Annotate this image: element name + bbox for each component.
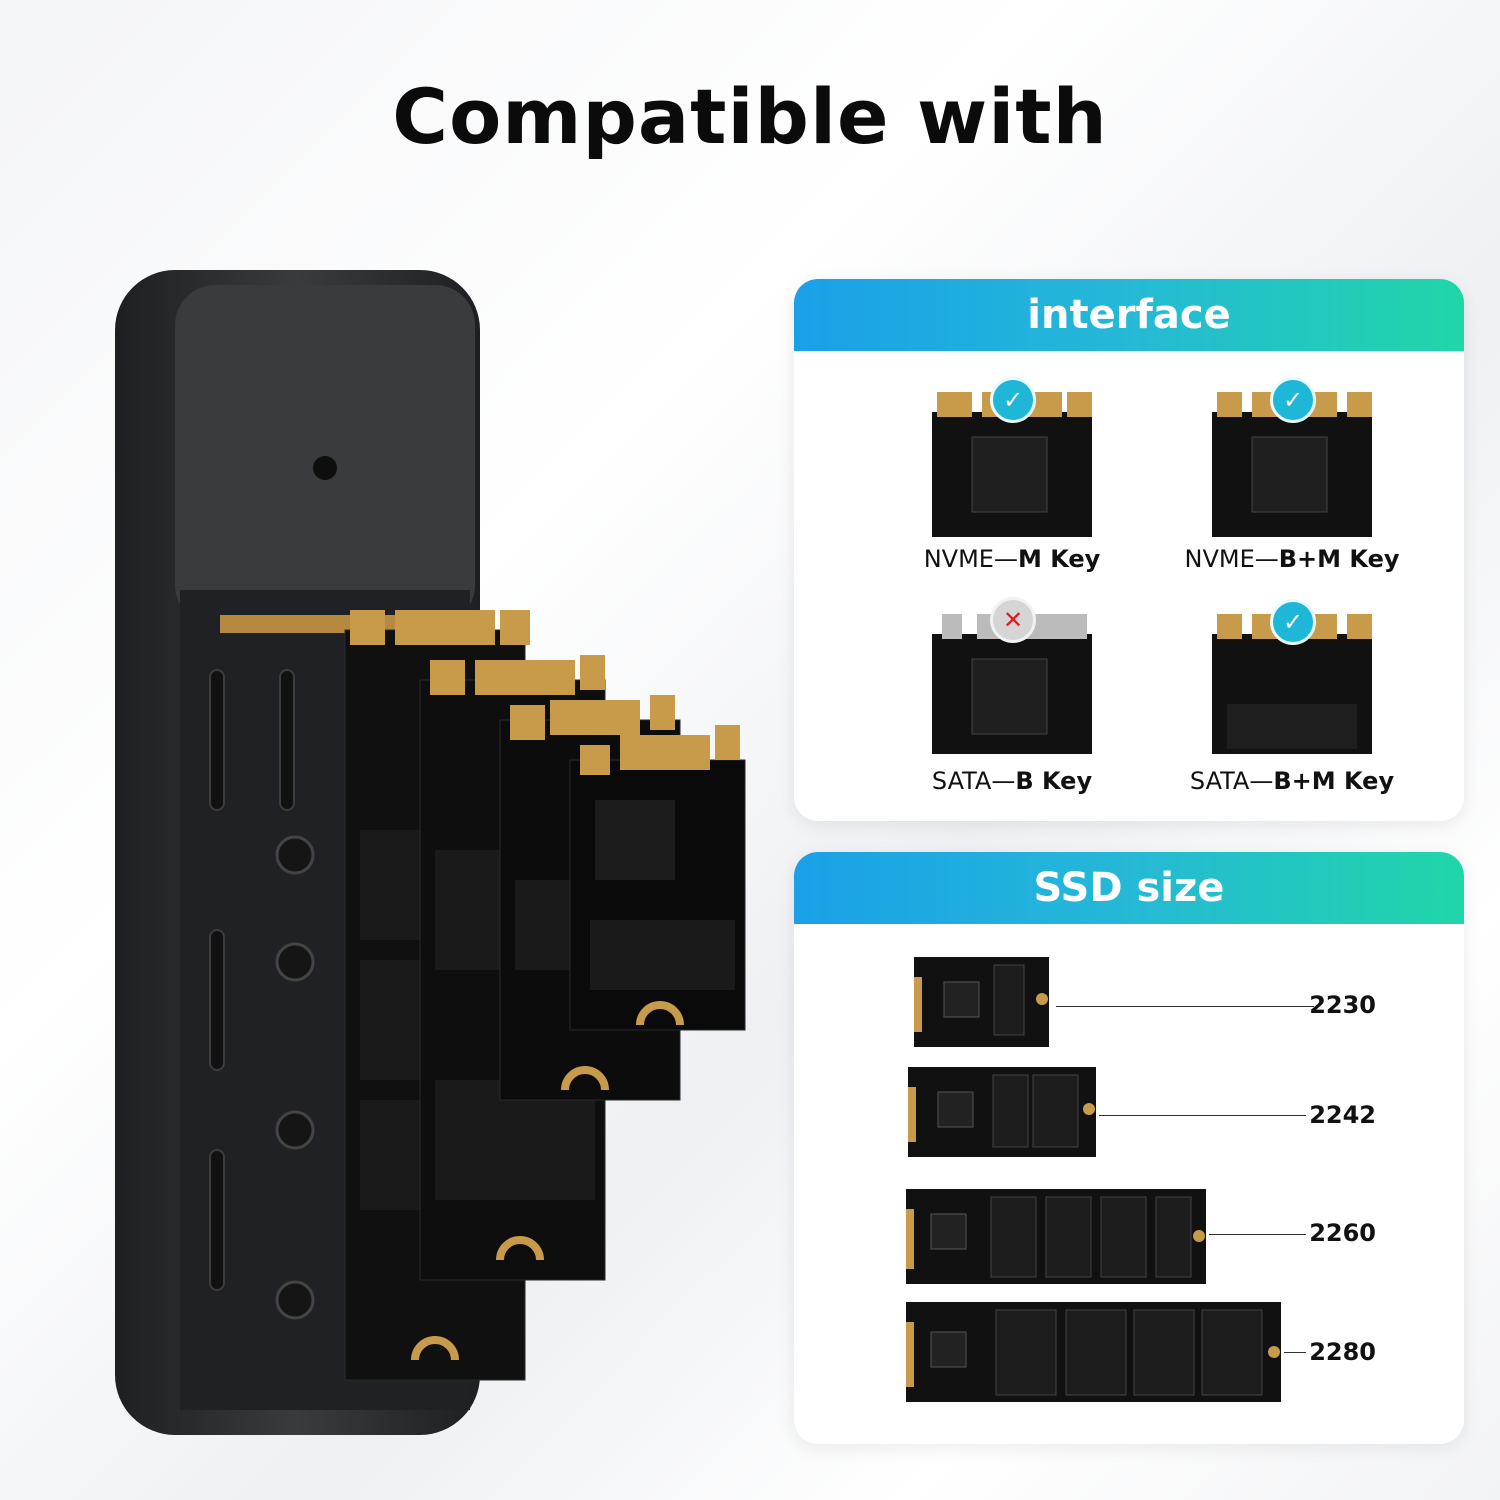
ssd-size-heading: SSD size bbox=[794, 852, 1464, 924]
interface-item-nvme-m: ✓ NVME—M Key bbox=[882, 377, 1142, 573]
check-icon: ✓ bbox=[1270, 377, 1316, 423]
enclosure-illustration bbox=[115, 270, 480, 1435]
interface-item-nvme-bm: ✓ NVME—B+M Key bbox=[1162, 377, 1422, 573]
interface-key-label: M Key bbox=[1017, 545, 1101, 573]
size-label: 2242 bbox=[1309, 1101, 1376, 1129]
size-row-2260: 2260 bbox=[794, 1189, 1464, 1284]
interface-key-label: B+M Key bbox=[1273, 767, 1395, 795]
interface-key-label: B+M Key bbox=[1278, 545, 1400, 573]
interface-label: SATA— bbox=[1189, 767, 1274, 795]
interface-label: NVME— bbox=[1184, 545, 1279, 573]
interface-label: SATA— bbox=[931, 767, 1016, 795]
size-row-2230: 2230 bbox=[794, 957, 1464, 1047]
ssd-2230-image bbox=[914, 957, 1049, 1047]
page-title: Compatible with bbox=[392, 72, 1108, 161]
ssd-stack-illustration bbox=[344, 610, 746, 1381]
ssd-size-card: SSD size 2230 2242 bbox=[794, 852, 1464, 1444]
interface-label: NVME— bbox=[923, 545, 1018, 573]
size-row-2242: 2242 bbox=[794, 1067, 1464, 1157]
interface-item-sata-b: ✕ SATA—B Key bbox=[882, 597, 1142, 795]
size-label: 2280 bbox=[1309, 1338, 1376, 1366]
check-icon: ✓ bbox=[990, 377, 1036, 423]
ssd-2260-image bbox=[906, 1189, 1206, 1284]
interface-card: interface ✓ NVME—M Key ✓ NVME—B+M Key bbox=[794, 279, 1464, 821]
interface-heading: interface bbox=[794, 279, 1464, 351]
cross-icon: ✕ bbox=[990, 597, 1036, 643]
size-leader-line bbox=[1099, 1115, 1306, 1116]
ssd-chip-image bbox=[932, 392, 1092, 537]
size-row-2280: 2280 bbox=[794, 1302, 1464, 1402]
ssd-2280-image bbox=[906, 1302, 1281, 1402]
ssd-2242-image bbox=[908, 1067, 1096, 1157]
ssd-2230-card bbox=[569, 725, 746, 1031]
interface-item-sata-bm: ✓ SATA—B+M Key bbox=[1162, 599, 1422, 795]
size-label: 2260 bbox=[1309, 1219, 1376, 1247]
size-label: 2230 bbox=[1309, 991, 1376, 1019]
check-icon: ✓ bbox=[1270, 599, 1316, 645]
ssd-chip-image bbox=[1212, 614, 1372, 754]
size-leader-line bbox=[1056, 1006, 1314, 1007]
size-leader-line bbox=[1284, 1352, 1306, 1353]
size-leader-line bbox=[1209, 1234, 1306, 1235]
interface-key-label: B Key bbox=[1015, 767, 1093, 795]
